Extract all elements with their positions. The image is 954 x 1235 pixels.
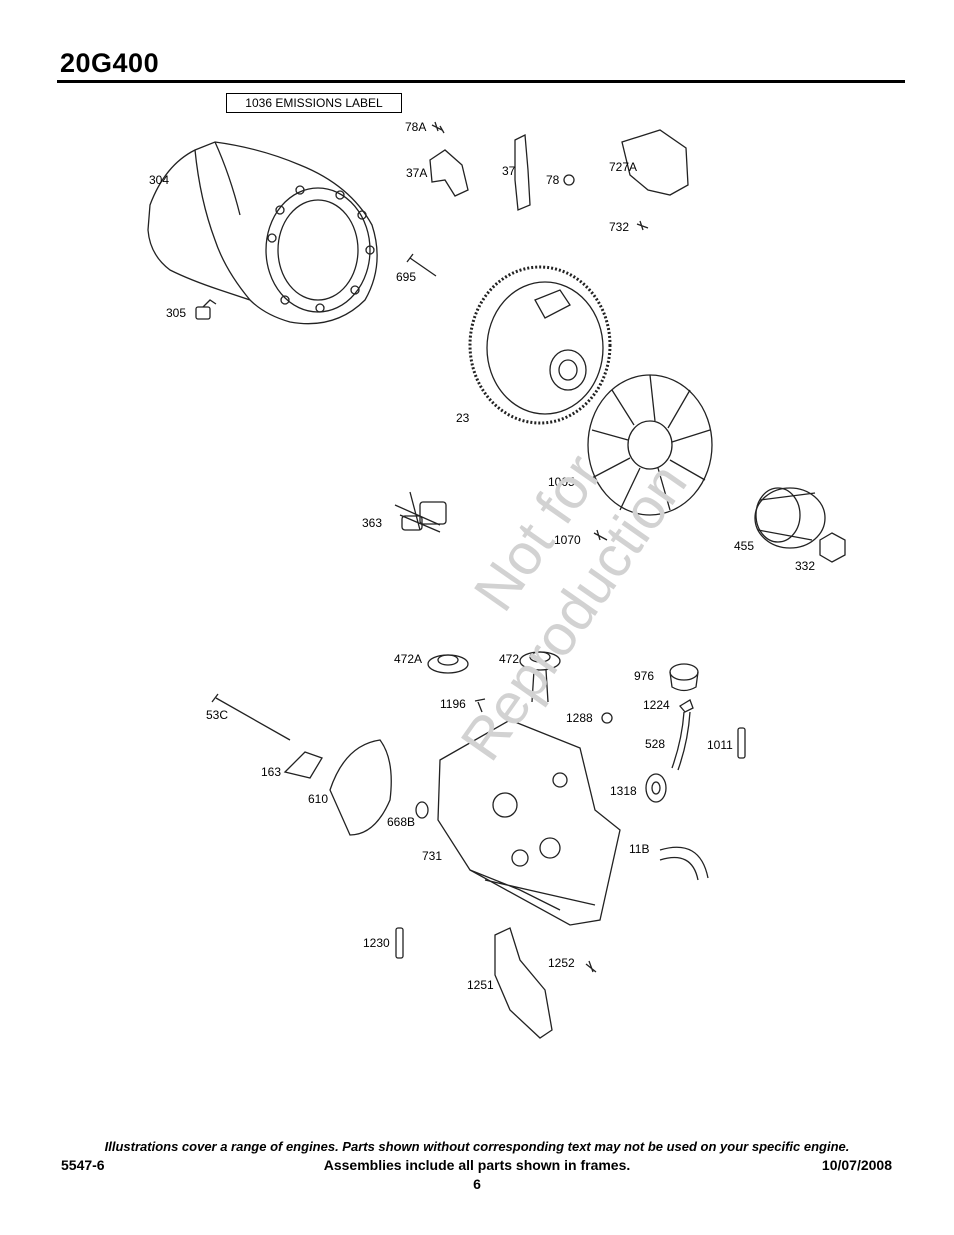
callout-1196: 1196 xyxy=(440,697,466,711)
page-title: 20G400 xyxy=(60,48,160,78)
screw-78a-part xyxy=(431,121,445,134)
emissions-label-frame: 1036 EMISSIONS LABEL xyxy=(226,93,402,113)
callout-163: 163 xyxy=(261,765,281,779)
callout-731: 731 xyxy=(422,849,442,863)
callout-976: 976 xyxy=(634,669,654,683)
callout-695: 695 xyxy=(396,270,416,284)
callout-1224: 1224 xyxy=(643,698,670,712)
callout-727a: 727A xyxy=(609,160,637,174)
callout-332: 332 xyxy=(795,559,815,573)
callout-23: 23 xyxy=(456,411,470,425)
screw-1070-part xyxy=(593,529,608,541)
grommet-1318-part xyxy=(645,773,667,803)
callout-472a: 472A xyxy=(394,652,422,666)
callout-610: 610 xyxy=(308,792,328,806)
page-number: 6 xyxy=(473,1176,481,1192)
flywheel-part xyxy=(468,265,612,425)
nut-1288-part xyxy=(601,712,613,724)
shield-727a-part xyxy=(621,129,689,196)
callout-1251: 1251 xyxy=(467,978,494,992)
nut-332-part xyxy=(819,532,846,563)
callout-1070: 1070 xyxy=(554,533,581,547)
callout-668b: 668B xyxy=(387,815,415,829)
cap-976-part xyxy=(669,663,699,692)
gasket-163-part xyxy=(283,751,323,779)
callout-455: 455 xyxy=(734,539,754,553)
callout-1318: 1318 xyxy=(610,784,637,798)
footer-disclaimer: Illustrations cover a range of engines. … xyxy=(104,1139,850,1154)
bracket-363-part xyxy=(394,491,447,533)
bracket-37-part xyxy=(514,133,531,211)
rod-53c-part xyxy=(211,693,291,741)
callout-1288: 1288 xyxy=(566,711,593,725)
callout-1011: 1011 xyxy=(707,738,733,752)
callout-363: 363 xyxy=(362,516,382,530)
tube-11b-part xyxy=(659,846,709,881)
callout-528: 528 xyxy=(645,737,665,751)
bracket-1251-part xyxy=(494,927,553,1039)
callout-37a: 37A xyxy=(406,166,427,180)
callout-78: 78 xyxy=(546,173,560,187)
callout-1230: 1230 xyxy=(363,936,390,950)
callout-472: 472 xyxy=(499,652,519,666)
doc-number: 5547-6 xyxy=(61,1157,105,1173)
plate-610-part xyxy=(329,739,392,836)
bolt-305-part xyxy=(195,299,217,320)
knob-472-part xyxy=(519,651,561,703)
assemblies-note: Assemblies include all parts shown in fr… xyxy=(323,1157,631,1173)
callout-78a: 78A xyxy=(405,120,426,134)
callout-11b: 11B xyxy=(629,842,649,856)
hose-528-part xyxy=(671,711,691,771)
clamp-1224-part xyxy=(679,699,694,713)
fitting-1011-part xyxy=(737,727,746,759)
stud-1230-part xyxy=(395,927,404,959)
fan-part xyxy=(587,374,713,516)
screw-695-part xyxy=(406,253,437,277)
screw-1196-part xyxy=(474,698,486,713)
spacer-668b-part xyxy=(415,801,429,819)
knob-472a-part xyxy=(427,654,469,674)
callout-1005: 1005 xyxy=(548,475,575,489)
callout-1252: 1252 xyxy=(548,956,575,970)
cylinder-shield-731-part xyxy=(437,719,621,926)
header-rule xyxy=(57,80,905,83)
callout-37: 37 xyxy=(502,164,516,178)
screw-732-part xyxy=(636,220,649,231)
cup-455-part xyxy=(754,487,826,549)
blower-housing-part xyxy=(147,141,378,325)
callout-304: 304 xyxy=(149,173,169,187)
callout-732: 732 xyxy=(609,220,629,234)
doc-date: 10/07/2008 xyxy=(821,1157,892,1173)
callout-53c: 53C xyxy=(206,708,228,722)
callout-305: 305 xyxy=(166,306,186,320)
bracket-37a-part xyxy=(429,149,469,197)
screw-1252-part xyxy=(585,960,597,973)
screw-78-part xyxy=(563,174,575,186)
